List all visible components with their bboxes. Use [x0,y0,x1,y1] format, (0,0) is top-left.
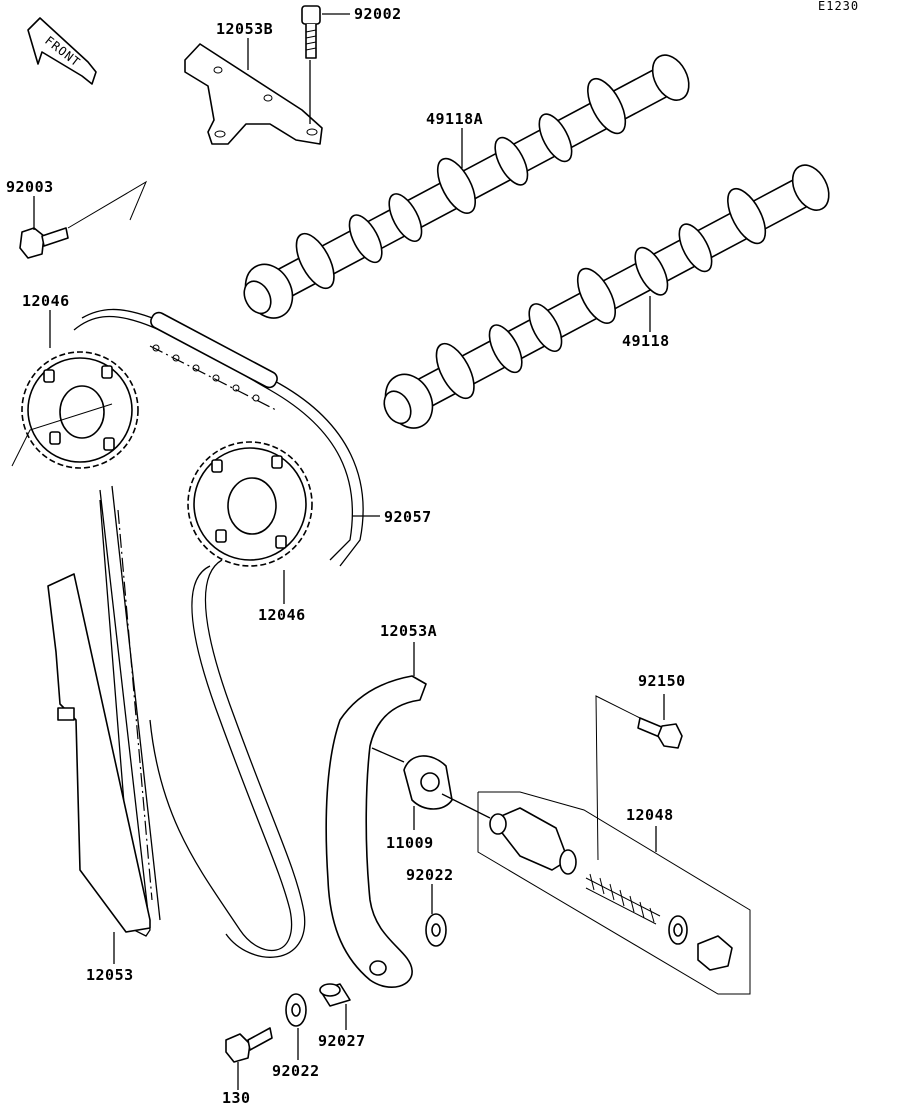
label-12053: 12053 [86,966,134,984]
tensioner-arm-12053A [325,675,427,988]
label-49118A: 49118A [426,110,483,128]
front-arrow-icon: FRONT [27,17,97,85]
label-12046-mid: 12046 [258,606,306,624]
label-12053B: 12053B [216,20,273,38]
label-92150: 92150 [638,672,686,690]
label-92057: 92057 [384,508,432,526]
sprocket-12046-upper [21,351,139,469]
collar-92027 [319,983,351,1007]
timing-chain-92057 [73,308,364,958]
bracket-12053B [184,43,323,145]
label-12046-top: 12046 [22,292,70,310]
label-92003: 92003 [6,178,54,196]
tensioner-12048 [489,807,733,971]
label-130: 130 [222,1089,251,1103]
spring [589,873,655,923]
washer-92022-right [425,913,447,947]
chain-guide-12053 [47,573,151,933]
camshaft-49118 [383,164,830,429]
label-12053A: 12053A [380,622,437,640]
diagram-code: E1230 [818,0,859,13]
bolt-92150 [637,717,683,749]
label-12048: 12048 [626,806,674,824]
label-92022-right: 92022 [406,866,454,884]
chain-links [150,311,278,402]
bolt-92002 [301,5,321,59]
label-92022-bottom: 92022 [272,1062,320,1080]
label-49118: 49118 [622,332,670,350]
camshaft-49118A [243,54,690,319]
label-92027: 92027 [318,1032,366,1050]
gasket-11009 [403,755,453,810]
label-11009: 11009 [386,834,434,852]
sprocket-12046-middle [187,441,313,567]
tensioner-box-outline [477,791,751,995]
label-92002: 92002 [354,5,402,23]
washer-92022-bottom [285,993,307,1027]
bolt-92003 [19,227,69,259]
bolt-130 [225,1027,273,1063]
